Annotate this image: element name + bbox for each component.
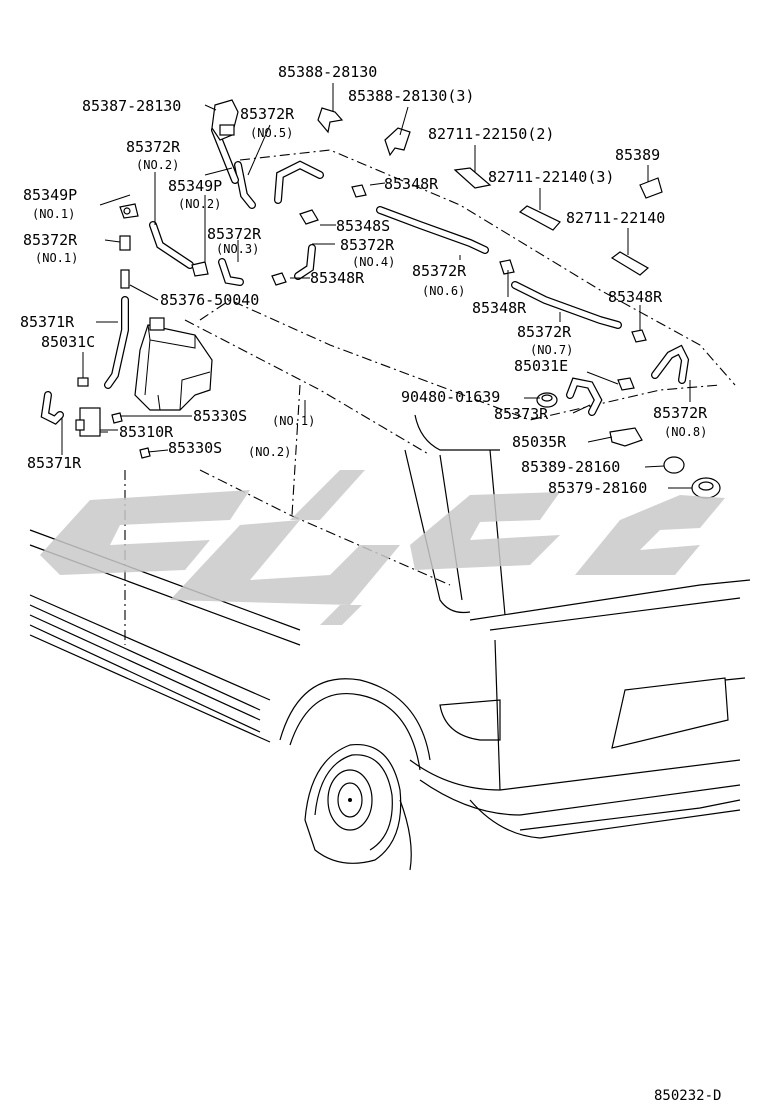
label-no8: (NO.8) (664, 425, 707, 439)
label-85389-28160: 85389-28160 (521, 458, 620, 476)
label-85310r: 85310R (119, 423, 174, 441)
label-85348r-a: 85348R (384, 175, 439, 193)
label-82711-22140: 82711-22140 (566, 209, 665, 227)
washer-pump (75, 407, 108, 437)
hoses (40, 126, 690, 425)
washer-tank (134, 317, 213, 411)
label-85330s-no1: 85330S (193, 407, 247, 425)
label-85372r-no2: 85372R (126, 138, 181, 156)
vehicle-outline (29, 149, 751, 871)
small-parts (77, 99, 721, 499)
label-85389: 85389 (615, 146, 660, 164)
label-85349p-no2: 85349P (168, 177, 222, 195)
label-no3: (NO.3) (216, 242, 259, 256)
label-85035r: 85035R (512, 433, 567, 451)
leader-lines (61, 83, 692, 489)
label-no2-c: (NO.2) (248, 445, 291, 459)
label-85371r-top: 85371R (20, 313, 75, 331)
label-no5: (NO.5) (250, 126, 293, 140)
label-85372r-no3: 85372R (207, 225, 262, 243)
label-85348s: 85348S (336, 217, 390, 235)
label-85031e: 85031E (514, 357, 568, 375)
label-85349p-no1: 85349P (23, 186, 77, 204)
label-85373r: 85373R (494, 405, 549, 423)
label-85372r-no8: 85372R (653, 404, 708, 422)
label-85379-28160: 85379-28160 (548, 479, 647, 497)
label-no1-c: (NO.1) (272, 414, 315, 428)
label-85388-28130-top: 85388-28130 (278, 63, 377, 81)
label-no4: (NO.4) (352, 255, 395, 269)
label-85388-28130-3: 85388-28130(3) (348, 87, 474, 105)
label-82711-22140-3: 82711-22140(3) (488, 168, 614, 186)
label-no1: (NO.1) (32, 207, 75, 221)
label-85348r-c: 85348R (608, 288, 663, 306)
label-no2: (NO.2) (136, 158, 179, 172)
label-90480-01639: 90480-01639 (401, 388, 500, 406)
label-85371r-bottom: 85371R (27, 454, 82, 472)
label-no2-b: (NO.2) (178, 197, 221, 211)
label-85372r-no5: 85372R (240, 105, 295, 123)
watermark-logo (40, 470, 725, 625)
label-85376-50040: 85376-50040 (160, 291, 259, 309)
label-85031c: 85031C (41, 333, 95, 351)
diagram-code: 850232-D (654, 1088, 721, 1104)
label-85372r-no7: 85372R (517, 323, 572, 341)
label-82711-22150-2: 82711-22150(2) (428, 125, 554, 143)
label-85372r-no1: 85372R (23, 231, 78, 249)
label-no6: (NO.6) (422, 284, 465, 298)
label-85348r-b: 85348R (310, 269, 365, 287)
label-no7: (NO.7) (530, 343, 573, 357)
label-85330s-no2: 85330S (168, 439, 222, 457)
label-85372r-no4: 85372R (340, 236, 395, 254)
label-no1-b: (NO.1) (35, 251, 78, 265)
label-85387-28130: 85387-28130 (82, 97, 181, 115)
label-85348r-d: 85348R (472, 299, 527, 317)
part-labels: 85388-28130 85387-28130 85372R (NO.5) 85… (20, 63, 721, 1104)
label-85372r-no6: 85372R (412, 262, 467, 280)
